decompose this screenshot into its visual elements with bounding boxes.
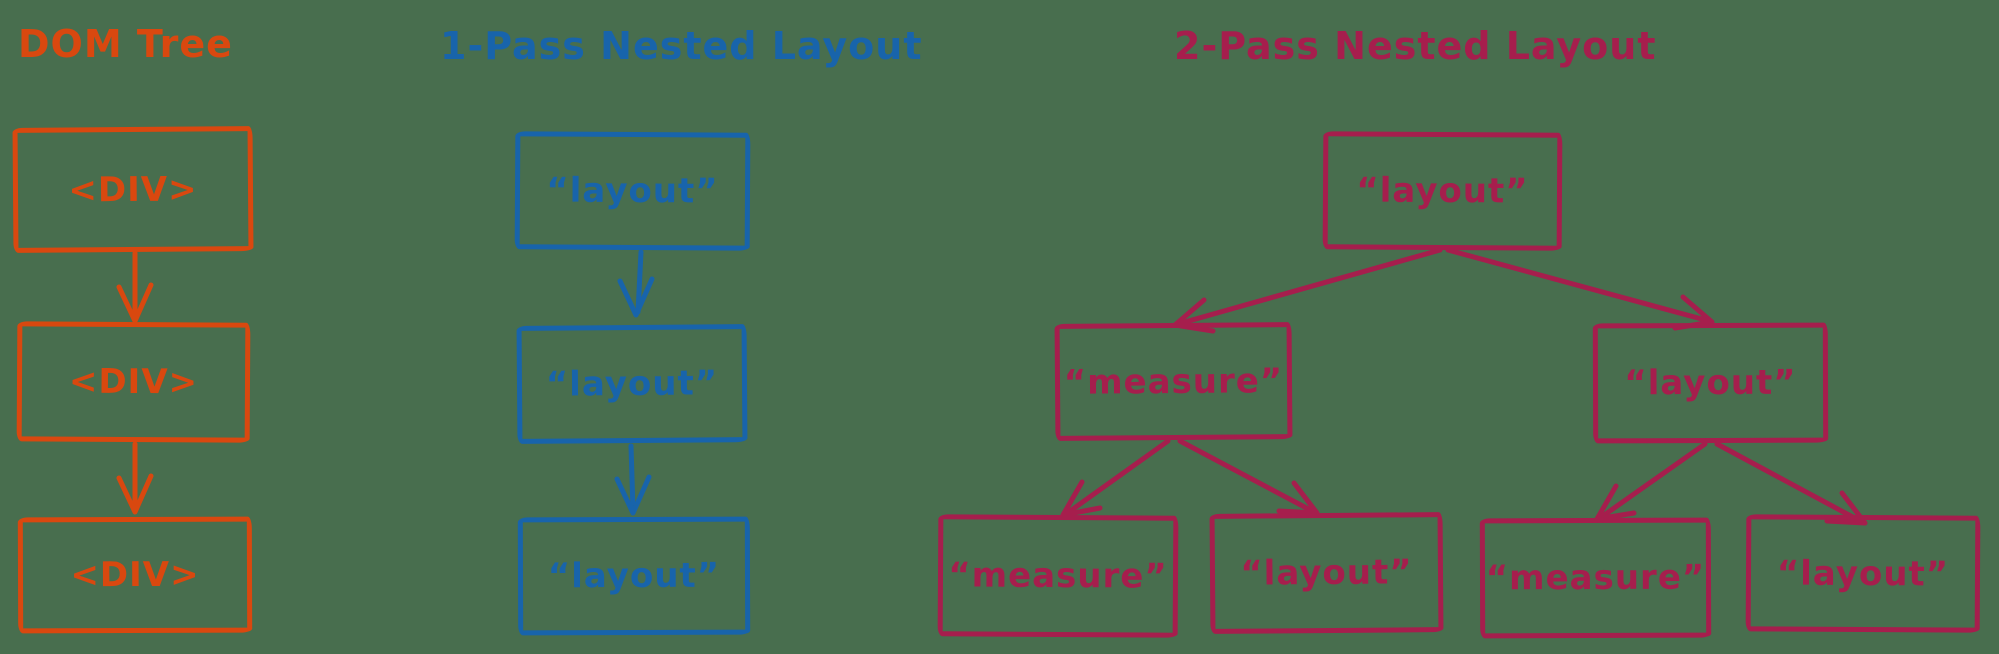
two-pass-root-node: “layout” bbox=[1322, 131, 1563, 251]
arrow-head-icon bbox=[116, 473, 154, 515]
two-pass-grandchild-3: “measure” bbox=[1479, 517, 1712, 639]
two-pass-child-1: “measure” bbox=[1054, 322, 1293, 441]
dom-tree-title: DOM Tree bbox=[18, 22, 233, 66]
one-pass-node-3: “layout” bbox=[517, 516, 751, 636]
arrow-head-icon bbox=[614, 474, 652, 516]
dom-node-1-label: <DIV> bbox=[68, 168, 198, 211]
dom-node-3: <DIV> bbox=[17, 516, 253, 634]
arrow-line bbox=[628, 443, 636, 513]
dom-node-1: <DIV> bbox=[12, 126, 254, 253]
dom-node-3-label: <DIV> bbox=[70, 554, 200, 596]
two-pass-grandchild-1-label: “measure” bbox=[948, 555, 1168, 597]
two-pass-child-2: “layout” bbox=[1592, 322, 1829, 444]
arrow-head-icon bbox=[1276, 480, 1320, 516]
dom-node-2: <DIV> bbox=[16, 321, 251, 443]
dom-node-2-label: <DIV> bbox=[68, 361, 199, 403]
one-pass-node-2-label: “layout” bbox=[545, 363, 719, 405]
one-pass-node-2: “layout” bbox=[516, 324, 748, 444]
two-pass-grandchild-2: “layout” bbox=[1209, 512, 1444, 634]
two-pass-grandchild-3-label: “measure” bbox=[1485, 557, 1706, 599]
arrow-line bbox=[635, 249, 644, 315]
one-pass-node-1-label: “layout” bbox=[546, 170, 719, 212]
arrow-line bbox=[1177, 438, 1317, 515]
two-pass-child-2-label: “layout” bbox=[1624, 362, 1797, 404]
arrow-head-icon bbox=[617, 276, 655, 318]
arrow-line bbox=[1714, 441, 1865, 525]
arrow-line bbox=[1597, 441, 1708, 521]
two-pass-title: 2-Pass Nested Layout bbox=[1174, 24, 1657, 68]
arrow-head-icon bbox=[116, 282, 154, 324]
two-pass-grandchild-1: “measure” bbox=[937, 514, 1179, 638]
two-pass-root-label: “layout” bbox=[1356, 170, 1529, 212]
arrow-line bbox=[1175, 247, 1443, 327]
arrow-line bbox=[1063, 438, 1171, 517]
one-pass-node-1: “layout” bbox=[514, 131, 751, 251]
one-pass-title: 1-Pass Nested Layout bbox=[440, 24, 923, 68]
arrow-line bbox=[1445, 247, 1712, 324]
two-pass-grandchild-4-label: “layout” bbox=[1776, 552, 1950, 595]
two-pass-grandchild-4: “layout” bbox=[1745, 514, 1981, 633]
arrow-head-icon bbox=[1060, 479, 1103, 518]
one-pass-node-3-label: “layout” bbox=[547, 555, 721, 597]
two-pass-child-1-label: “measure” bbox=[1063, 360, 1284, 403]
two-pass-grandchild-2-label: “layout” bbox=[1240, 552, 1413, 594]
arrow-head-icon bbox=[1594, 483, 1637, 522]
